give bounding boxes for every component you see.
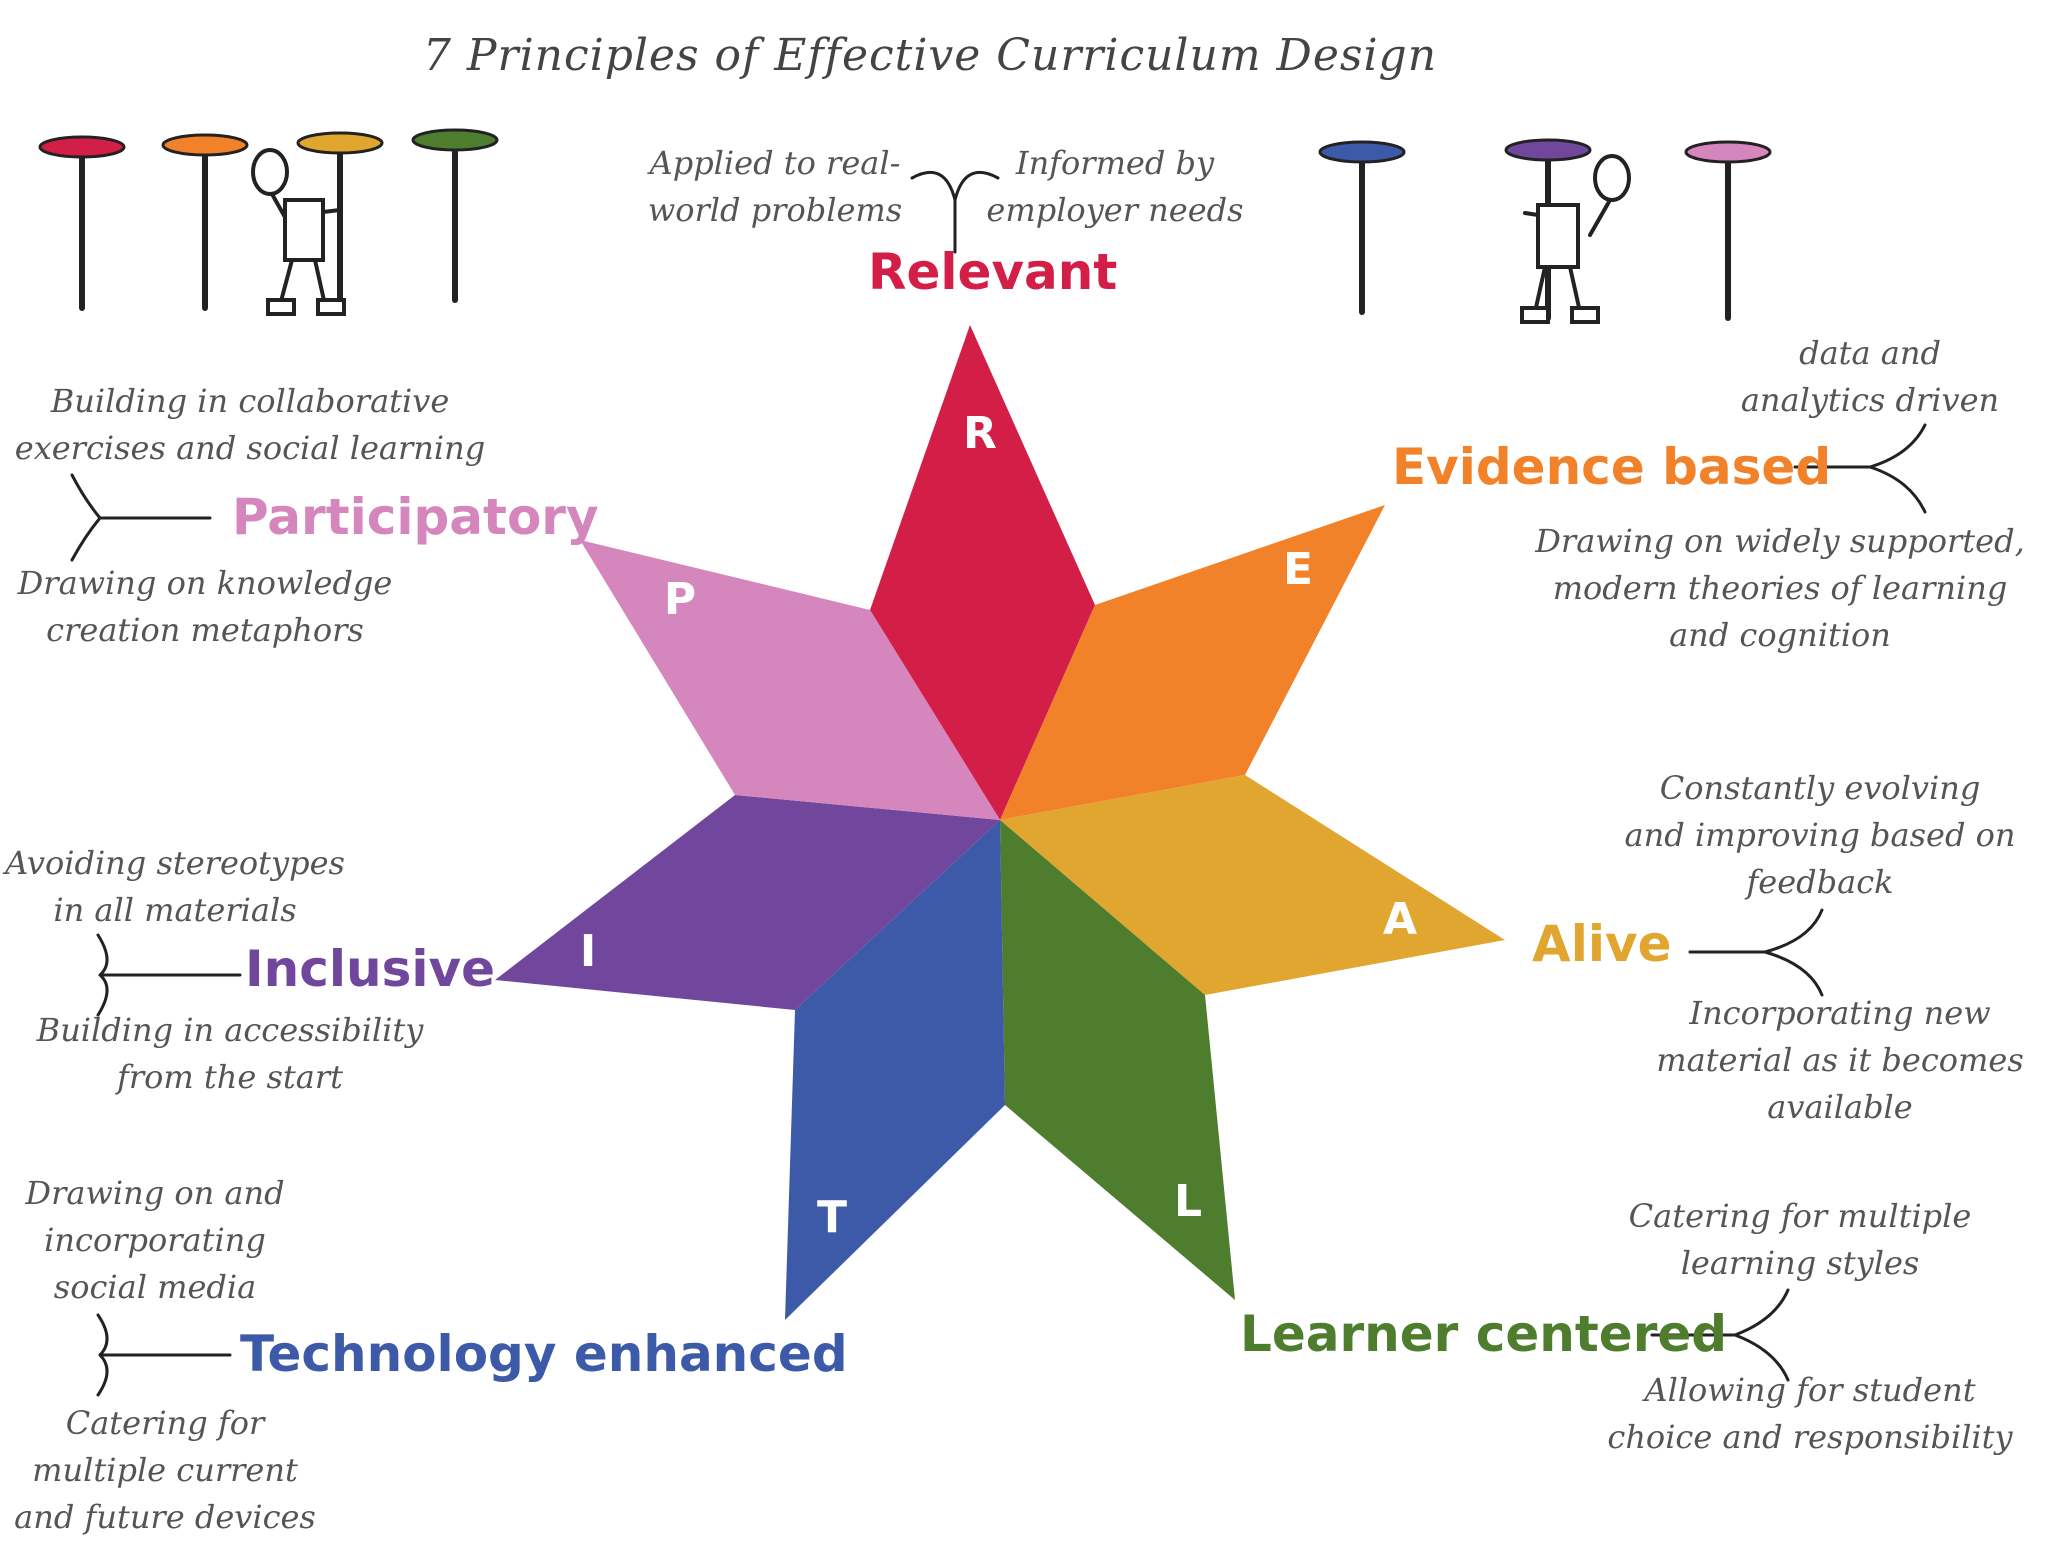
label-evidence-based: Evidence based (1392, 438, 1832, 496)
note-technology-2: Catering for multiple current and future… (14, 1404, 316, 1536)
petal-alive (1000, 775, 1505, 995)
juggler-figure-icon (251, 148, 346, 316)
note-alive-1: Constantly evolving and improving based … (1624, 769, 2016, 901)
spinning-plate-icon (1318, 140, 1406, 164)
spinning-plate-icon (1684, 140, 1772, 164)
bracket-participatory (70, 473, 212, 562)
note-learner-1: Catering for multiple learning styles (1628, 1197, 1972, 1282)
label-alive: Alive (1532, 915, 1672, 973)
label-relevant: Relevant (868, 243, 1118, 301)
spinning-plate-icon (296, 131, 384, 155)
petal-participatory (580, 540, 1000, 820)
petal-technology (785, 820, 1005, 1320)
letter-l: L (1174, 1176, 1202, 1227)
letter-p: P (664, 574, 696, 625)
bracket-learner (1650, 1288, 1790, 1382)
petal-inclusive (495, 795, 1000, 1010)
note-relevant-2: Informed by employer needs (986, 144, 1244, 229)
petal-learner (1000, 820, 1235, 1300)
note-participatory-2: Drawing on knowledge creation metaphors (17, 564, 393, 649)
petal-evidence (1000, 505, 1385, 820)
letter-r: R (963, 408, 997, 459)
spinning-plate-icon (38, 135, 126, 159)
note-technology-1: Drawing on and incorporating social medi… (25, 1174, 285, 1306)
note-evidence-2: Drawing on widely supported, modern theo… (1535, 522, 2025, 654)
label-technology-enhanced: Technology enhanced (240, 1325, 848, 1383)
bracket-alive (1688, 908, 1824, 997)
bracket-technology (96, 1313, 232, 1397)
letter-i: I (580, 926, 596, 977)
diagram-title: 7 Principles of Effective Curriculum Des… (422, 30, 1438, 81)
label-participatory: Participatory (232, 488, 599, 546)
note-participatory-1: Building in collaborative exercises and … (14, 382, 486, 467)
bracket-inclusive (96, 933, 242, 1017)
note-relevant-1: Applied to real- world problems (647, 144, 903, 229)
note-learner-2: Allowing for student choice and responsi… (1607, 1371, 2013, 1456)
bracket-evidence (1793, 423, 1927, 514)
letter-a: A (1383, 894, 1417, 945)
letter-t: T (817, 1192, 847, 1243)
letter-e: E (1283, 544, 1313, 595)
note-alive-2: Incorporating new material as it becomes… (1656, 994, 2024, 1126)
spinning-plate-icon (411, 128, 499, 152)
note-inclusive-1: Avoiding stereotypes in all materials (5, 844, 345, 929)
petal-relevant (870, 325, 1095, 820)
spinning-plate-icon (1504, 138, 1592, 162)
label-inclusive: Inclusive (245, 940, 495, 998)
note-evidence-1: data and analytics driven (1740, 334, 2000, 419)
bracket-relevant (910, 170, 1000, 254)
label-learner-centered: Learner centered (1240, 1305, 1728, 1363)
note-inclusive-2: Building in accessibility from the start (36, 1011, 424, 1096)
juggler-figure-icon (1520, 154, 1631, 324)
spinning-plate-icon (161, 133, 249, 157)
